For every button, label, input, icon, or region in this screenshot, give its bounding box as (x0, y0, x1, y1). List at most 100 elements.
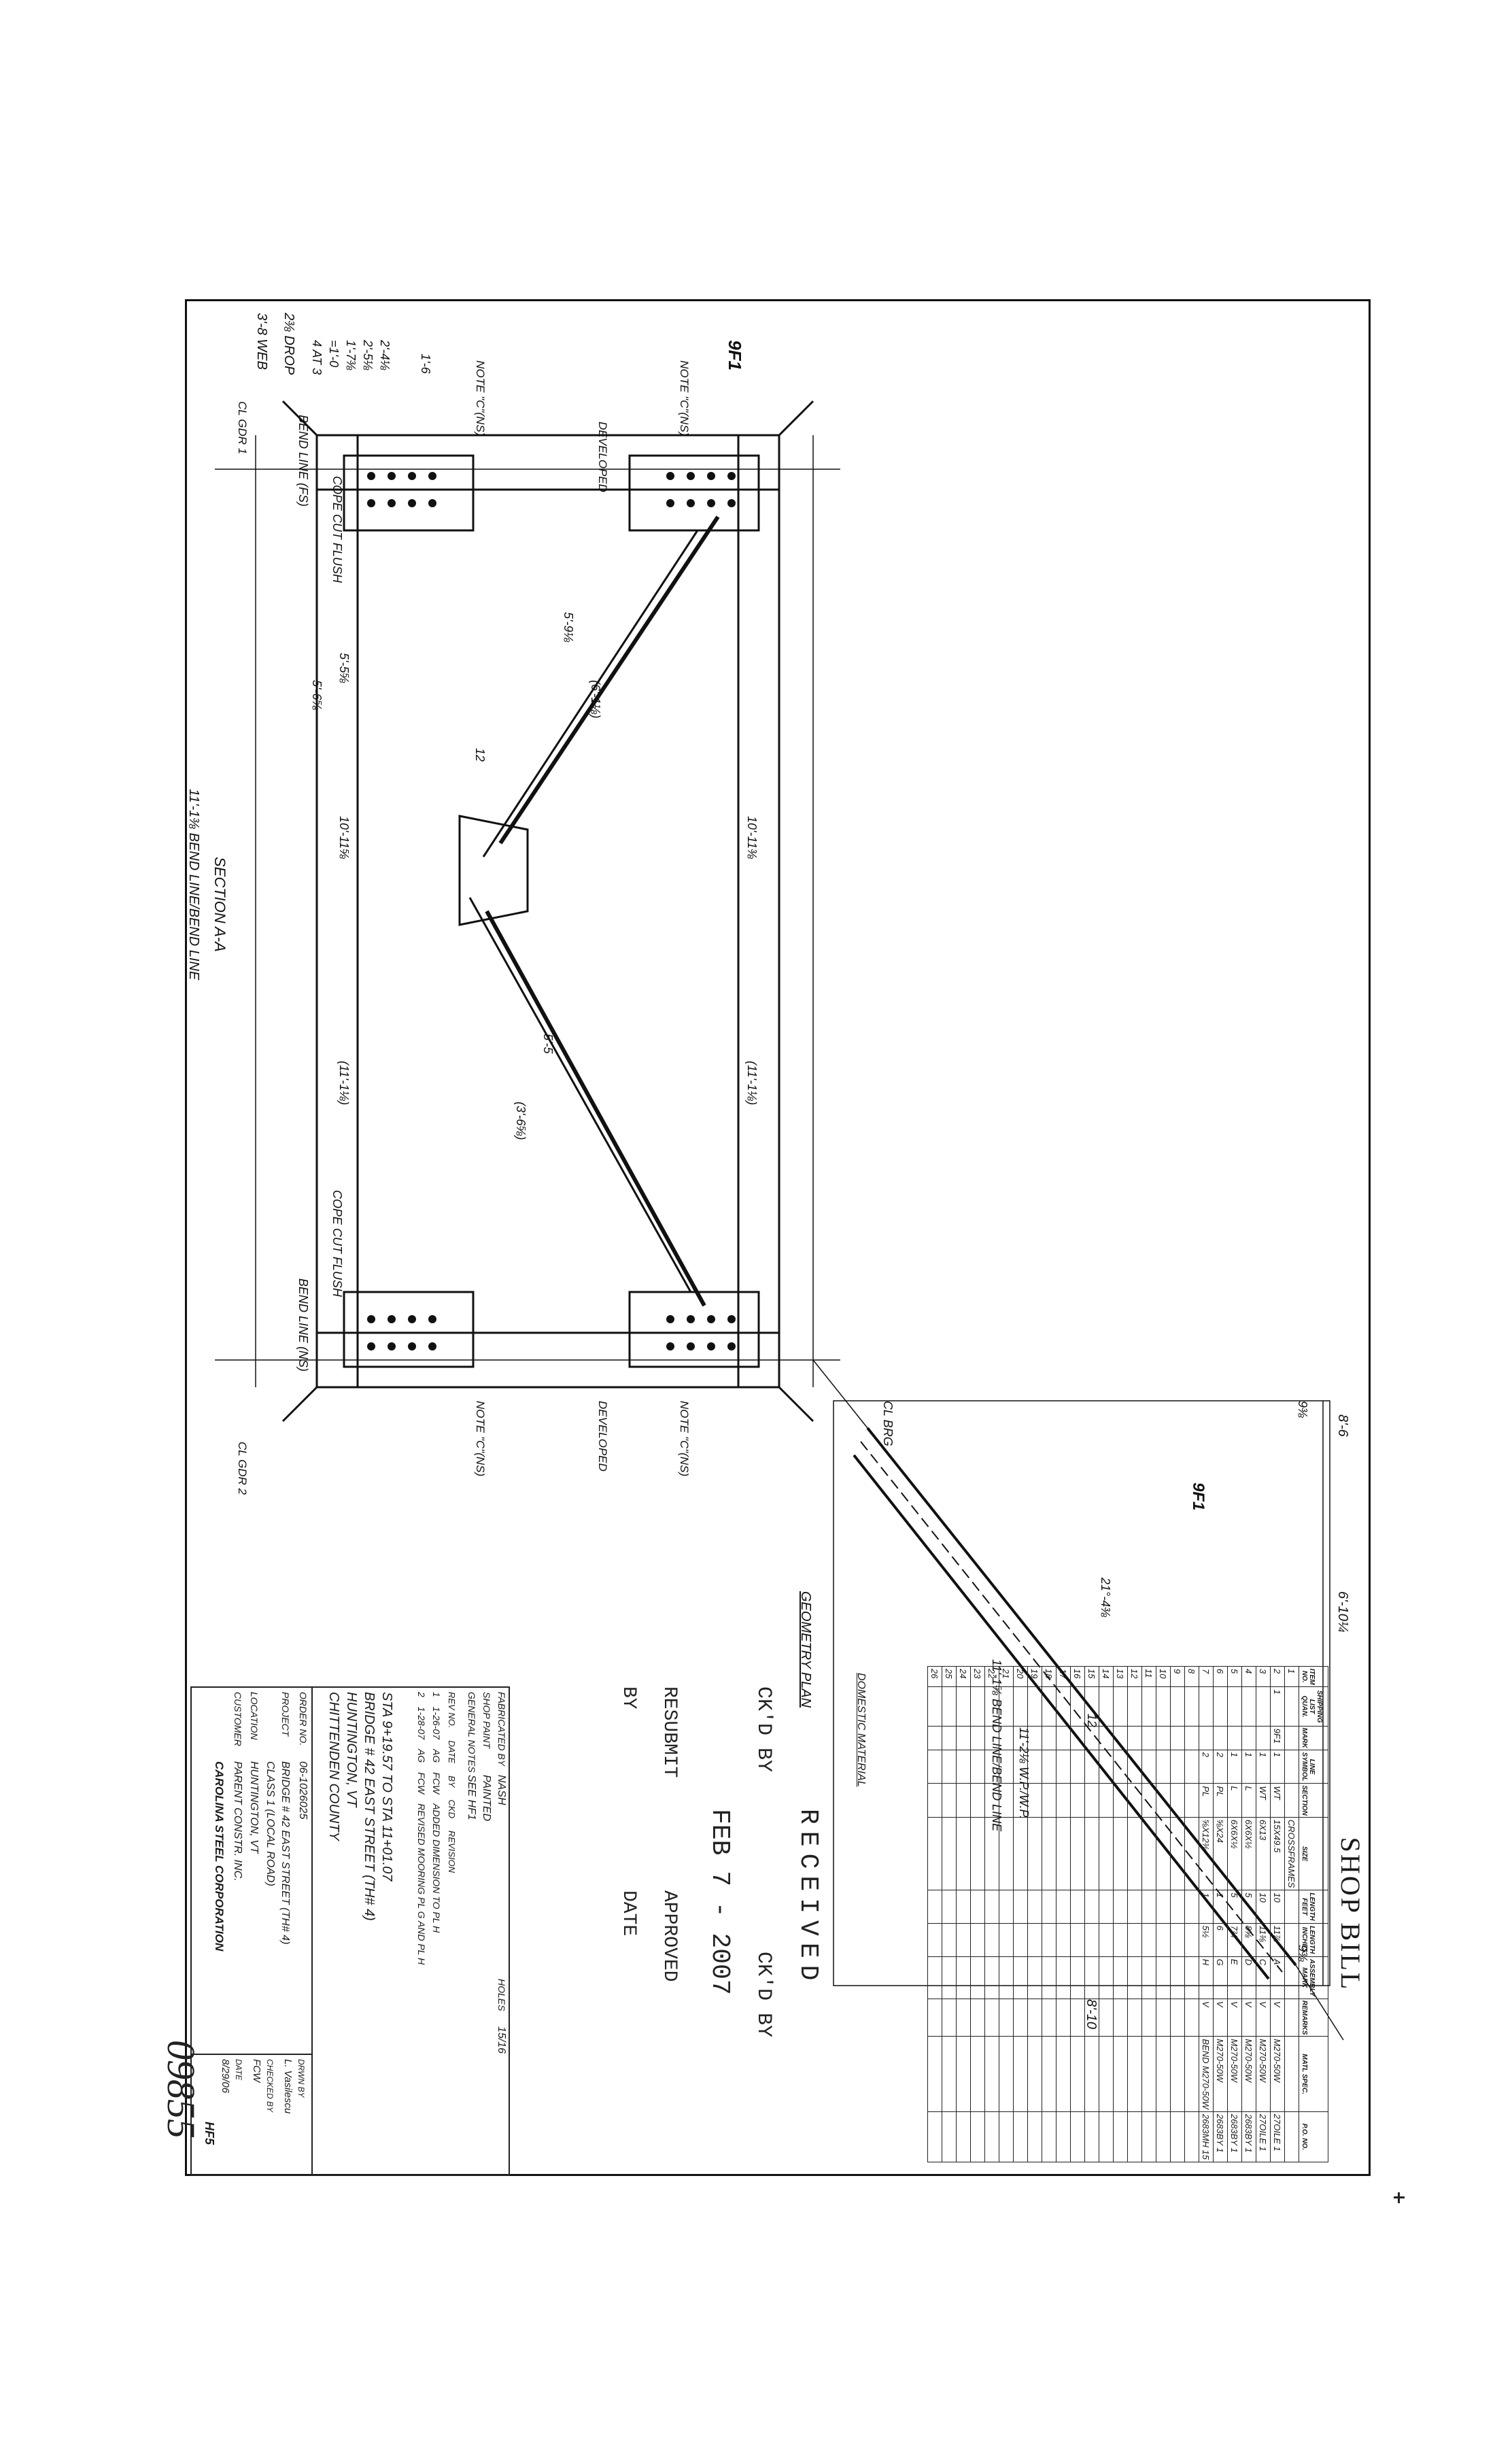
tb-bridge: BRIDGE # 42 EAST STREET (TH# 4) (362, 1692, 377, 1921)
bill-cell: BEND M270-50W (1199, 2036, 1214, 2112)
bill-cell: 6X6X½ (1227, 1817, 1242, 1890)
bill-cell: ⅝X12⅜ (1199, 1817, 1214, 1890)
bill-cell (1013, 1999, 1028, 2037)
bill-cell: 8⅝ (1241, 1923, 1256, 1957)
bill-cell (1084, 1890, 1099, 1924)
bill-cell: H (1199, 1956, 1214, 1999)
bill-row: 22 (984, 1666, 999, 2162)
bill-cell (1141, 1686, 1156, 1727)
bill-cell (1070, 1999, 1085, 2037)
bill-cell (1027, 1923, 1042, 1957)
bill-cell (1027, 1817, 1042, 1890)
bill-cell (999, 1726, 1014, 1750)
bill-row: 13 (1113, 1666, 1128, 2162)
bill-cell (1141, 1750, 1156, 1784)
bill-header-cell: LENGTH INCHES (1299, 1923, 1328, 1957)
bill-cell (942, 1923, 957, 1957)
bill-row: 14 (1099, 1666, 1114, 2162)
bill-cell: WT (1256, 1783, 1271, 1818)
dim-10-11-top: 10'-11⅝ (337, 816, 351, 860)
bill-cell (1013, 1956, 1028, 1999)
bill-cell (1070, 1923, 1085, 1957)
bill-row: 9 (1170, 1666, 1185, 2162)
bill-cell (1070, 1783, 1085, 1818)
stamp-ckd-by: CK'D BY (752, 1686, 775, 1773)
bill-cell (999, 1750, 1014, 1784)
bill-cell (1170, 1923, 1185, 1957)
bill-cell (970, 1999, 985, 2037)
bill-cell (970, 1750, 985, 1784)
note-c-2: NOTE "C"(NS) (678, 360, 691, 437)
tb-rev2-2: AG (416, 1749, 427, 1763)
bill-header-cell: MARK (1299, 1726, 1328, 1750)
bill-cell: 9F1 (1270, 1726, 1285, 1750)
bill-cell (1070, 1726, 1085, 1750)
bill-cell: 2 (1213, 1750, 1228, 1784)
bill-cell (1042, 1890, 1056, 1924)
bill-cell (942, 2111, 957, 2162)
dim-cope-bottom: COPE CUT FLUSH (330, 1190, 344, 1297)
bill-cell (1084, 1750, 1099, 1784)
bill-cell: 2 (1199, 1750, 1214, 1784)
bill-cell: 22 (984, 1666, 999, 1687)
bill-cell (1042, 2111, 1056, 2162)
bill-cell (942, 1956, 957, 1999)
tb-project-val2: CLASS 1 (LOCAL ROAD) (264, 1761, 276, 1886)
bill-cell (1013, 1750, 1028, 1784)
bill-cell: 5 (1227, 1666, 1242, 1687)
bill-row: 10 (1156, 1666, 1171, 2162)
bill-cell: G (1213, 1956, 1228, 1999)
geo-21: 21°-4⅜ (1099, 1578, 1112, 1618)
bill-cell (1113, 2111, 1128, 2162)
bill-cell (999, 2036, 1014, 2112)
bill-header-cell: ASSEMBLY MARK (1299, 1956, 1328, 1999)
bill-cell (1127, 2111, 1142, 2162)
bill-cell (927, 2111, 942, 2162)
doc-number: 09855 (159, 2040, 203, 2139)
bill-cell (1170, 2036, 1185, 2112)
bill-cell (1013, 1817, 1028, 1890)
bill-cell (1070, 1817, 1085, 1890)
bill-cell: 25 (942, 1666, 957, 1687)
tb-rev2-4: REVISED MOORING PL G AND PL H (416, 1803, 427, 1965)
bill-cell (1099, 1999, 1114, 2037)
tb-sta: STA 9+19.57 TO STA 11+01.07 (379, 1692, 394, 1882)
bill-cell (927, 1817, 942, 1890)
tb-order-label: ORDER NO. (298, 1692, 309, 1746)
bill-cell (1156, 1686, 1171, 1727)
bill-cell (1170, 1956, 1185, 1999)
bill-row: 21 (999, 1666, 1014, 2162)
bill-cell: 2 (1270, 1666, 1285, 1687)
bill-cell (1184, 2036, 1199, 2112)
bill-cell (1127, 1999, 1142, 2037)
bill-cell: 1 (1241, 1750, 1256, 1784)
bill-cell: 18 (1042, 1666, 1056, 1687)
bill-cell: 1 (1227, 1750, 1242, 1784)
tb-location-label: LOCATION (249, 1692, 260, 1740)
bill-cell (1156, 1817, 1171, 1890)
tb-rev-h0: REV NO. (447, 1692, 457, 1729)
tb-holes-label: HOLES (496, 1979, 507, 2011)
tb-date-label: DATE (234, 2059, 243, 2081)
bill-header-cell: LENGTH FEET (1299, 1890, 1328, 1924)
bill-cell (1156, 1890, 1171, 1924)
bill-cell: WT (1270, 1783, 1285, 1818)
bill-cell (1013, 1890, 1028, 1924)
bill-cell (970, 2036, 985, 2112)
tb-rev-h1: DATE (447, 1740, 457, 1764)
tb-rev2-1: 1-28-07 (416, 1706, 427, 1740)
bill-cell (999, 1890, 1014, 1924)
bill-cell (1184, 1890, 1199, 1924)
bill-cell (1070, 2036, 1085, 2112)
bill-cell (984, 1686, 999, 1727)
bill-cell (1170, 2111, 1185, 2162)
bill-cell (1042, 1686, 1056, 1727)
tb-drawn-val: L. Vasilescu (282, 2059, 294, 2114)
bill-cell: V (1199, 1999, 1214, 2037)
dim-1-6: 1'-6 (419, 354, 432, 374)
cl-gdr-1-label: CL GDR 1 (236, 401, 249, 455)
note-c-4: NOTE "C"(NS) (678, 1401, 691, 1477)
bill-cell: V (1241, 1999, 1256, 2037)
dim-10-11-bot: 10'-11⅜ (745, 816, 759, 860)
